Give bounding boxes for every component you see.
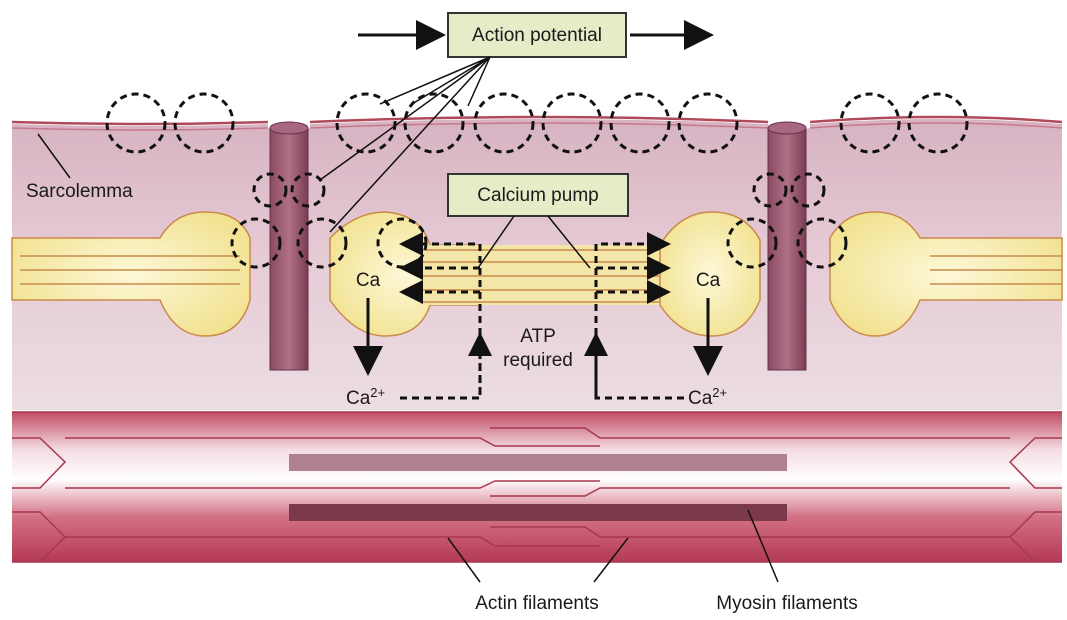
ca2-right-base: Ca [688, 388, 713, 409]
action-potential-label: Action potential [472, 25, 602, 46]
ca2-right-label: Ca2+ [688, 385, 727, 409]
ca2-left-sup: 2+ [370, 385, 385, 400]
longitudinal-sr-tubules [420, 245, 670, 305]
myofibril [12, 411, 1062, 563]
calcium-pump-label: Calcium pump [477, 185, 598, 206]
t-tubule-right [767, 121, 807, 371]
ca-right-label: Ca [696, 270, 721, 291]
atp-label-line2: required [503, 350, 573, 371]
ca2-right-sup: 2+ [712, 385, 727, 400]
myosin-filament-top [289, 454, 787, 471]
label-pointers [37, 133, 779, 583]
sarcolemma-label: Sarcolemma [26, 181, 133, 202]
myosin-filament-bottom [289, 504, 787, 521]
calcium-pump-box [447, 173, 629, 217]
myosin-filaments-label: Myosin filaments [716, 593, 858, 614]
t-tubule-left [269, 121, 309, 371]
calcium-pump-arrows [399, 232, 684, 400]
ca2-left-label: Ca2+ [346, 385, 385, 409]
calcium-pump-group: Calcium pump [447, 173, 629, 269]
action-potential-group: Action potential [319, 12, 714, 233]
atp-label-line1: ATP [520, 326, 556, 347]
sarcoplasmic-reticulum-right [659, 211, 1063, 337]
actin-filaments-label: Actin filaments [475, 593, 599, 614]
action-potential-box [447, 12, 627, 58]
calcium-release-arrows [353, 298, 723, 376]
current-loops [105, 92, 969, 269]
ca2-left-base: Ca [346, 388, 371, 409]
sarcolemma-membrane [11, 115, 1063, 126]
ca-left-label: Ca [356, 270, 381, 291]
